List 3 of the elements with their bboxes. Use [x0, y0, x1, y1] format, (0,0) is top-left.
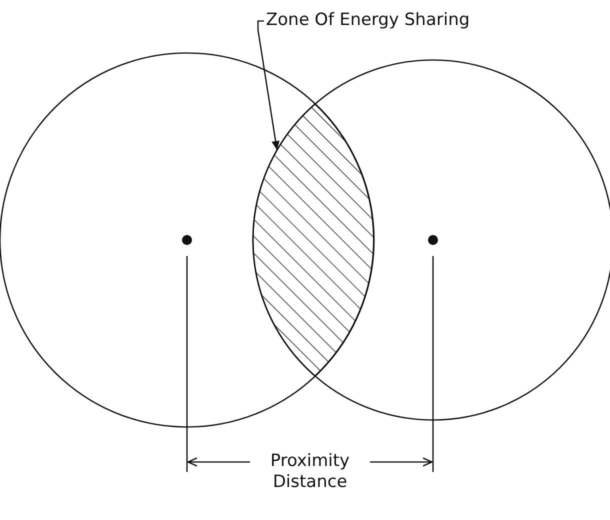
- leader-line: [257, 20, 280, 150]
- callout-text: Zone Of Energy Sharing: [266, 10, 470, 31]
- hatched-overlap-area: [252, 103, 374, 377]
